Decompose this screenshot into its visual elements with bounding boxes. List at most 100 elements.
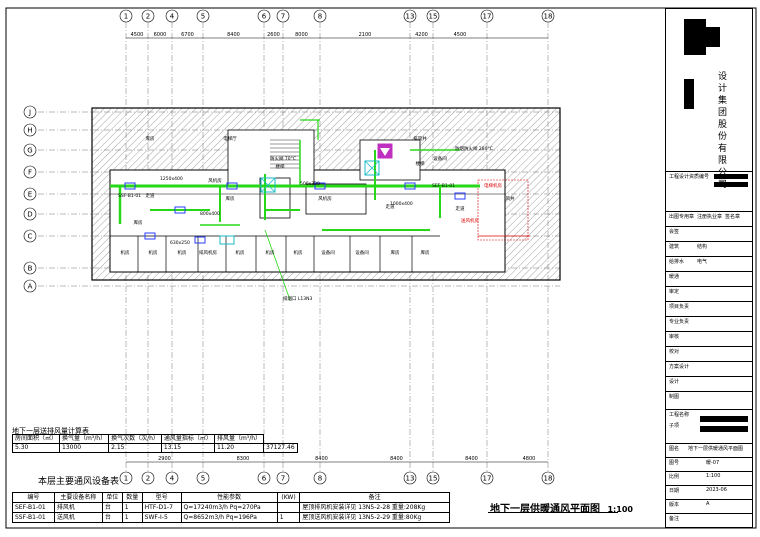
room-label: 送风机房 <box>461 217 479 224</box>
title-field-value: A <box>706 501 710 507</box>
schedule-cell: HTF-D1-7 <box>141 502 182 513</box>
sign-row: 暖通 <box>666 271 752 287</box>
sign-cell: 注册执业章 <box>697 214 723 220</box>
dim-text-bottom: 2900 <box>158 456 171 462</box>
stats-header-cell: 换气次数（次/h） <box>108 434 162 444</box>
grid-bubble <box>23 261 37 275</box>
room-label: 机房 <box>178 249 187 256</box>
schedule-header-cell: 编号 <box>12 492 55 503</box>
grid-label: 15 <box>429 13 438 21</box>
sub-label: 子项 <box>669 423 680 429</box>
stats-table-title: 地下一层送排风量计算表 <box>12 427 89 435</box>
sign-cell: 审核 <box>669 334 680 340</box>
sign-cell: 项目负责 <box>669 304 690 310</box>
stats-table: 房间面积（㎡）换气量（m³/h）换气次数（次/h）通风量指标（㎡）排风量（m³/… <box>11 434 298 453</box>
sign-cell: 出图专用章 <box>669 214 695 220</box>
sign-cell: 会签 <box>669 229 680 235</box>
grid-bubble <box>313 9 327 23</box>
stats-value-cell: 13000 <box>59 443 110 453</box>
room-label: 风机房 <box>318 195 332 202</box>
sign-cell: 给排水 <box>669 259 685 265</box>
room-label: 排风机房 <box>199 249 217 256</box>
fan-icon <box>364 160 380 176</box>
grid-bubble <box>23 229 37 243</box>
grid-bubble <box>23 187 37 201</box>
schedule-cell: 屋顶送风机安装详见 13N5-2-29 重量:80Kg <box>299 512 450 523</box>
schedule-header-cell: (KW) <box>276 492 301 503</box>
room-label: 库房 <box>146 135 155 142</box>
schedule-cell: 台 <box>101 502 123 513</box>
grid-label: C <box>28 233 33 241</box>
leader-line <box>264 229 291 301</box>
sign-row: 校对 <box>666 346 752 362</box>
air-outlet-icon <box>454 192 466 200</box>
grid-bubble <box>480 9 494 23</box>
project-row: 工程名称 子项 <box>666 409 752 444</box>
grid-label: J <box>28 109 31 117</box>
fan-icon-diag <box>364 160 380 176</box>
room-label: 楼梯 <box>276 163 285 170</box>
schedule-cell: 台 <box>101 512 123 523</box>
stats-value-cell: 2.15 <box>108 443 162 453</box>
dim-text-top: 8400 <box>227 32 240 38</box>
grid-bubble <box>23 123 37 137</box>
grid-bubble <box>276 471 290 485</box>
duct-annotation: SEF-B1-01 <box>432 183 455 189</box>
grid-bubble <box>196 9 210 23</box>
grid-bubble <box>426 9 440 23</box>
title-field-label: 图号 <box>669 460 680 466</box>
sign-row: 设计 <box>666 376 752 392</box>
sign-cell: 方案设计 <box>669 364 690 370</box>
duct-network <box>110 119 480 301</box>
title-block: 设计集团股份有限公司 工程设计资质编号 出图专用章注册执业章签名章会签建筑结构给… <box>665 8 753 528</box>
dim-text-bottom: 8400 <box>465 456 478 462</box>
grid-label: 18 <box>544 13 553 21</box>
dim-text-top: 4500 <box>131 32 144 38</box>
duct-annotation: 500x320 <box>300 181 320 187</box>
sign-cell: 设计 <box>669 379 680 385</box>
dim-text-bottom: 8300 <box>237 456 250 462</box>
schedule-cell: Q=8652m3/h Pq=196Pa <box>180 512 278 523</box>
grid-label: E <box>28 191 32 199</box>
room-label: 设备间 <box>355 249 369 256</box>
sign-cell: 校对 <box>669 349 680 355</box>
grid-bubble <box>141 9 155 23</box>
grid-bubble <box>23 143 37 157</box>
schedule-cell: 屋顶排风机安装详见 13N5-2-28 重量:208Kg <box>299 502 450 513</box>
schedule-header-cell: 数量 <box>121 492 143 503</box>
sign-cell: 签名章 <box>725 214 741 220</box>
grid-bubble <box>403 471 417 485</box>
grid-bubble <box>119 9 133 23</box>
stats-header-cell: 换气量（m³/h） <box>59 434 110 444</box>
logo-bar <box>684 79 694 109</box>
room-label: 楼梯 <box>416 160 425 167</box>
air-outlet-icon <box>174 206 186 214</box>
dim-text-bottom: 8400 <box>390 456 403 462</box>
cert-label: 工程设计资质编号 <box>669 174 710 180</box>
stats-value-cell: 5.30 <box>11 443 61 453</box>
room-label: 设备间 <box>433 155 447 162</box>
grid-bubble <box>165 471 179 485</box>
room-label: 机房 <box>149 249 158 256</box>
air-outlet-icon <box>226 182 238 190</box>
stats-header-cell: 房间面积（㎡） <box>11 434 61 444</box>
grid-bubble <box>119 471 133 485</box>
company-logo-icon <box>684 19 706 55</box>
grid-bubble <box>165 9 179 23</box>
grid-label: F <box>28 169 32 177</box>
grid-label: 5 <box>201 475 205 483</box>
schedule-cell: Q=17240m3/h Pq=270Pa <box>180 502 278 513</box>
room-label: 机房 <box>121 249 130 256</box>
schedule-cell: 1 <box>276 512 301 523</box>
grid-label: 17 <box>483 13 492 21</box>
sign-row: 方案设计 <box>666 361 752 377</box>
room-label: 电梯厅 <box>223 135 237 142</box>
sign-row: 项目负责 <box>666 301 752 317</box>
sign-row: 审定 <box>666 286 752 302</box>
grid-label: 4 <box>170 475 175 483</box>
grid-label: 15 <box>429 475 438 483</box>
